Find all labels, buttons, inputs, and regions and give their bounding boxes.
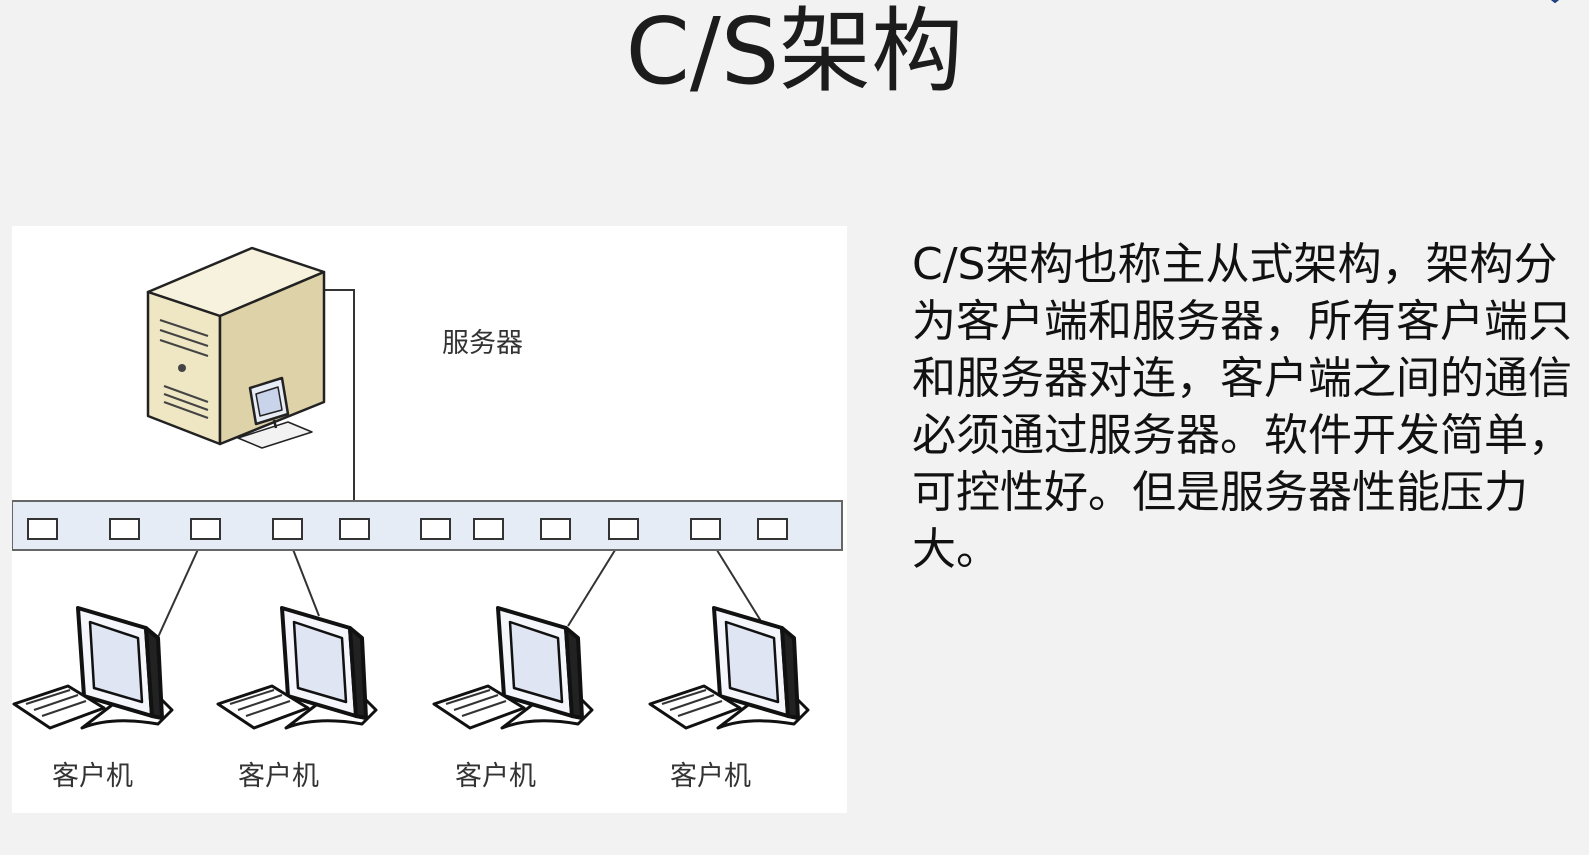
server-connection-line (322, 289, 355, 522)
client-connection-line (153, 533, 206, 647)
corner-logo-icon (1550, 0, 1560, 4)
bus-port (420, 518, 451, 540)
client-computer-4 (648, 606, 810, 730)
client-label-1: 客户机 (52, 761, 133, 792)
bus-port (27, 518, 58, 540)
bus-port (690, 518, 721, 540)
bus-port (272, 518, 303, 540)
desktop-computer-icon (216, 606, 378, 730)
cs-architecture-diagram: 服务器 客户机 客户机 客户机 客户机 (12, 226, 847, 813)
bus-port (540, 518, 571, 540)
slide-title: C/S架构 (625, 0, 964, 105)
bus-port (608, 518, 639, 540)
server-tower-icon (146, 246, 326, 449)
server-label: 服务器 (442, 328, 523, 359)
network-bus-icon (12, 500, 843, 551)
desktop-computer-icon (12, 606, 174, 730)
client-label-4: 客户机 (670, 761, 751, 792)
client-computer-2 (216, 606, 378, 730)
client-computer-3 (432, 606, 594, 730)
bus-port (339, 518, 370, 540)
client-label-2: 客户机 (238, 761, 319, 792)
desktop-computer-icon (648, 606, 810, 730)
description-text: C/S架构也称主从式架构，架构分为客户端和服务器，所有客户端只和服务器对连，客户… (912, 239, 1572, 575)
bus-port (190, 518, 221, 540)
desktop-computer-icon (432, 606, 594, 730)
bus-port (757, 518, 788, 540)
client-label-3: 客户机 (455, 761, 536, 792)
client-computer-1 (12, 606, 174, 730)
bus-port (473, 518, 504, 540)
bus-port (109, 518, 140, 540)
